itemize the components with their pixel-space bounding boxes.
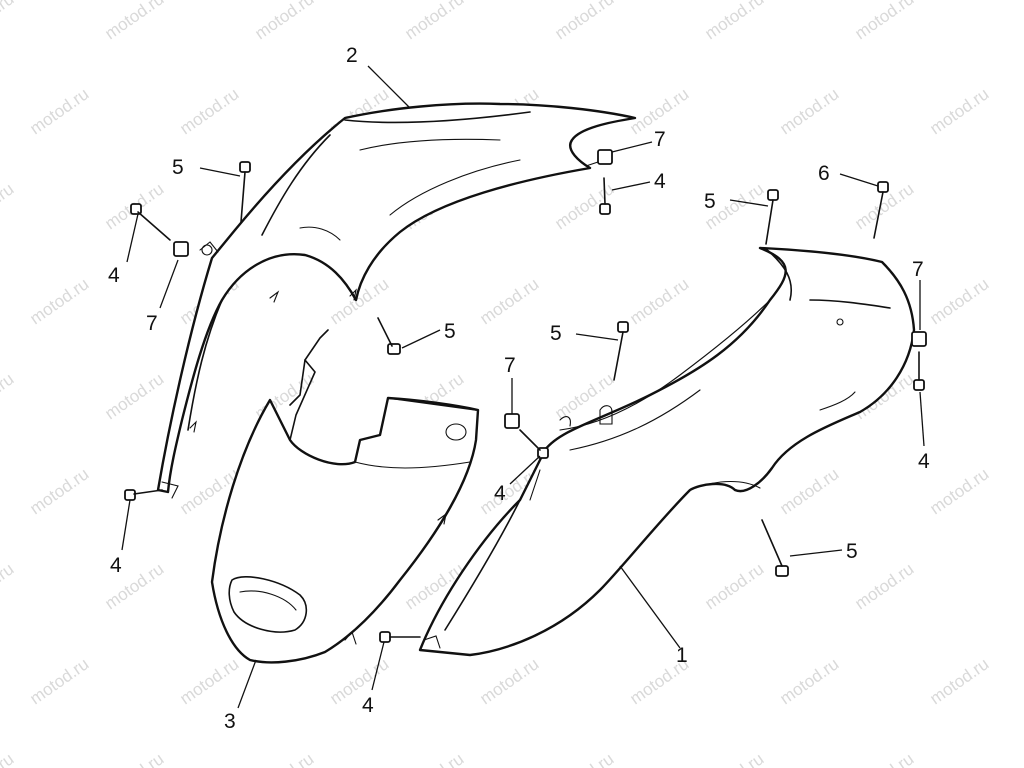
leader-lines: [121, 65, 925, 709]
watermark-text: motod.ru: [926, 84, 992, 138]
watermark-text: motod.ru: [0, 0, 17, 43]
watermark-text: motod.ru: [26, 654, 92, 708]
watermark-text: motod.ru: [101, 749, 167, 768]
callout-part-6: 6: [818, 162, 830, 185]
watermark-text: motod.ru: [851, 749, 917, 768]
watermark-text: motod.ru: [401, 749, 467, 768]
callout-part-1: 1: [676, 644, 688, 667]
nut-7-top: [597, 149, 613, 165]
watermark-text: motod.ru: [626, 274, 692, 328]
watermark-text: motod.ru: [701, 749, 767, 768]
callout-part-5: 5: [444, 320, 456, 343]
watermark-text: motod.ru: [251, 749, 317, 768]
watermark-text: motod.ru: [0, 369, 17, 423]
nut-7-right: [911, 331, 927, 347]
callout-part-3: 3: [224, 710, 236, 733]
callout-part-5: 5: [846, 540, 858, 563]
callout-part-4: 4: [494, 482, 506, 505]
watermark-text: motod.ru: [101, 369, 167, 423]
callout-part-5: 5: [704, 190, 716, 213]
callout-part-5: 5: [172, 156, 184, 179]
watermark-text: motod.ru: [176, 654, 242, 708]
callout-part-7: 7: [654, 128, 666, 151]
bolt-5-center-left: [377, 317, 401, 355]
nut-7-left: [173, 241, 189, 257]
watermark-text: motod.ru: [551, 0, 617, 43]
watermark-text: motod.ru: [776, 654, 842, 708]
nut-7-center: [504, 413, 520, 429]
watermark-text: motod.ru: [476, 274, 542, 328]
watermark-text: motod.ru: [776, 464, 842, 518]
watermark-text: motod.ru: [0, 749, 17, 768]
callout-part-7: 7: [504, 354, 516, 377]
watermark-text: motod.ru: [326, 654, 392, 708]
watermark-text: motod.ru: [851, 0, 917, 43]
bolt-5-upper-left: [239, 161, 251, 223]
callout-part-4: 4: [108, 264, 120, 287]
watermark-text: motod.ru: [776, 84, 842, 138]
watermark-text: motod.ru: [701, 559, 767, 613]
watermark-text: motod.ru: [176, 84, 242, 138]
callout-part-4: 4: [918, 450, 930, 473]
bolt-5-rear-top: [765, 189, 779, 245]
part-1-rear-body-cover: [418, 246, 916, 657]
watermark-text: motod.ru: [101, 0, 167, 43]
screw-4-upper-left: [130, 203, 171, 241]
watermark-text: motod.ru: [0, 179, 17, 233]
watermark-text: motod.ru: [26, 84, 92, 138]
watermark-text: motod.ru: [851, 559, 917, 613]
bolt-6: [873, 181, 889, 239]
watermark-text: motod.ru: [26, 464, 92, 518]
watermark-text: motod.ru: [926, 464, 992, 518]
screw-4-lower-left: [124, 489, 163, 501]
bolt-5-rear-lower: [761, 519, 789, 577]
callout-part-5: 5: [550, 322, 562, 345]
watermark-text: motod.ru: [26, 274, 92, 328]
screw-4-right: [913, 351, 925, 391]
watermark-text: motod.ru: [926, 274, 992, 328]
part-3-front-fender: [210, 329, 480, 664]
watermark-text: motod.ru: [0, 559, 17, 613]
watermark-text: motod.ru: [401, 0, 467, 43]
screw-4-upper-center: [599, 177, 611, 215]
part-2-front-upper-cover: [156, 102, 637, 499]
callout-part-2: 2: [346, 44, 358, 67]
callout-part-7: 7: [912, 258, 924, 281]
watermark-text: motod.ru: [551, 749, 617, 768]
screw-4-center: [519, 429, 549, 459]
callout-part-7: 7: [146, 312, 158, 335]
bolt-5-center: [613, 321, 629, 381]
watermark-text: motod.ru: [926, 654, 992, 708]
screw-4-bottom: [379, 631, 421, 643]
callout-part-4: 4: [654, 170, 666, 193]
watermark-text: motod.ru: [476, 654, 542, 708]
watermark-text: motod.ru: [251, 0, 317, 43]
watermark-text: motod.ru: [701, 0, 767, 43]
callout-labels: 2 5 4 7 7 4 5 6 7 4 5 5 7 4 4 4 3 1 5: [108, 44, 930, 733]
callout-part-4: 4: [110, 554, 122, 577]
callout-part-4: 4: [362, 694, 374, 717]
